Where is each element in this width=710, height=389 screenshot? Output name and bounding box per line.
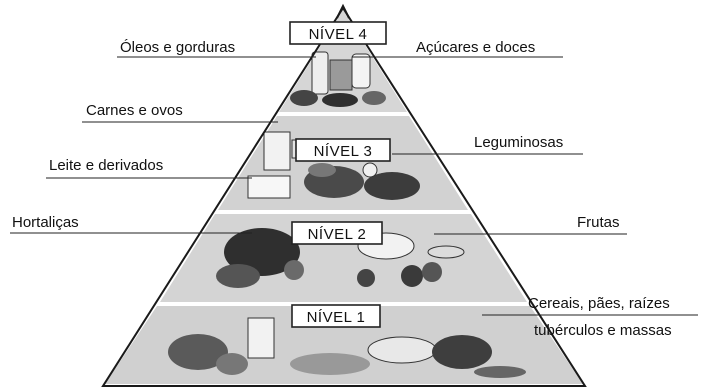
label-leguminosas: Leguminosas: [474, 134, 563, 151]
sweet-shape: [362, 91, 386, 105]
label-frutas: Frutas: [577, 214, 620, 231]
cake-shape: [290, 90, 318, 106]
level-3-label: NÍVEL 3: [296, 139, 390, 161]
chocolate-shape: [322, 93, 358, 107]
banana-shape: [428, 246, 464, 258]
tomato-shape: [284, 260, 304, 280]
milk-carton-shape: [264, 132, 290, 170]
label-cereais-line1: Cereais, pães, raízes: [528, 295, 670, 312]
greens-shape: [216, 264, 260, 288]
cassava-shape: [474, 366, 526, 378]
rice-bowl-shape: [290, 353, 370, 375]
fish-shape: [308, 163, 336, 177]
oil-bottle-shape: [312, 52, 328, 94]
butter-shape: [330, 60, 352, 90]
apple-shape: [401, 265, 423, 287]
label-leite: Leite e derivados: [49, 157, 163, 174]
egg-shape: [363, 163, 377, 177]
level-1-label: NÍVEL 1: [292, 305, 380, 327]
cereal-box-shape: [248, 318, 274, 358]
candy-jar-shape: [352, 54, 370, 88]
baguette-shape: [368, 337, 436, 363]
level-2-text: NÍVEL 2: [308, 226, 367, 243]
label-oleos: Óleos e gorduras: [120, 39, 235, 56]
potato-shape: [216, 353, 248, 375]
orange-shape: [422, 262, 442, 282]
label-acucares: Açúcares e doces: [416, 39, 535, 56]
label-cereais-line2: tubérculos e massas: [534, 322, 672, 339]
pasta-shape: [432, 335, 492, 369]
level-1-text: NÍVEL 1: [307, 309, 366, 326]
cheese-block-shape: [248, 176, 290, 198]
level-2-label: NÍVEL 2: [292, 222, 382, 244]
level-3-text: NÍVEL 3: [314, 143, 373, 160]
level-4-label: NÍVEL 4: [290, 22, 386, 44]
label-carnes: Carnes e ovos: [86, 102, 183, 119]
level-4-text: NÍVEL 4: [309, 26, 368, 43]
label-hortalicas: Hortaliças: [12, 214, 79, 231]
grape-shape: [357, 269, 375, 287]
